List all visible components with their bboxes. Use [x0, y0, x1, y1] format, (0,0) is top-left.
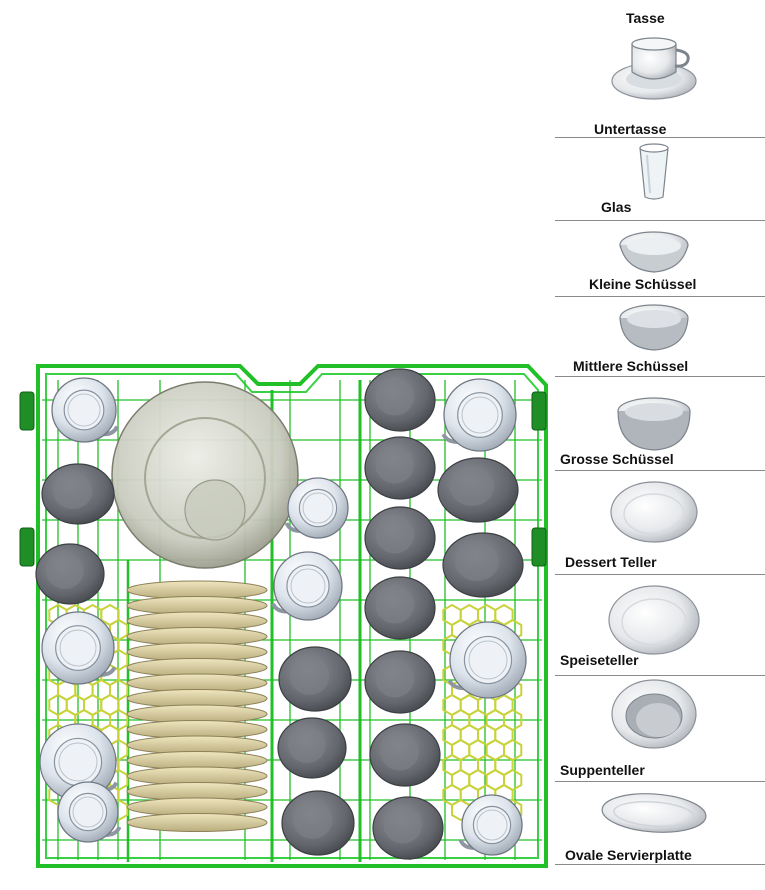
loaded-cup: [51, 377, 120, 443]
bowl-icon: [619, 231, 689, 273]
legend-label-glass: Glas: [601, 199, 632, 215]
legend-separator: [555, 220, 765, 221]
loaded-cup: [458, 794, 523, 856]
loaded-cup: [284, 477, 349, 539]
legend-separator: [555, 781, 765, 782]
glass-icon: [639, 143, 669, 200]
legend-separator: [555, 675, 765, 676]
legend-label-dinner-plate: Speiseteller: [560, 652, 639, 668]
plate-icon: [610, 481, 698, 543]
basket-side-clips: [19, 391, 547, 567]
loaded-glass: [372, 796, 444, 860]
legend-label-cup: Tasse: [626, 10, 665, 26]
plate-icon: [608, 585, 700, 655]
plate-icon: [611, 679, 697, 749]
loaded-glass: [369, 723, 441, 787]
loaded-cup: [41, 611, 117, 685]
loaded-cup: [441, 378, 517, 452]
legend-icons: [601, 37, 707, 833]
loaded-cup: [57, 781, 122, 843]
platter-icon: [601, 793, 707, 833]
loaded-cup: [447, 621, 527, 699]
loaded-dishes: [35, 368, 527, 860]
legend-label-saucer: Untertasse: [594, 121, 667, 137]
legend-label-large-bowl: Grosse Schüssel: [560, 451, 674, 467]
loaded-glass: [437, 457, 519, 523]
loaded-glass: [364, 368, 436, 432]
loaded-glass: [364, 650, 436, 714]
loaded-glass: [278, 646, 352, 712]
legend-separator: [555, 574, 765, 575]
loaded-glass: [277, 717, 347, 779]
loaded-glass: [364, 506, 436, 570]
loaded-large-plate: [111, 381, 299, 569]
basket-inner-frame: [45, 373, 539, 859]
legend-label-dessert-plate: Dessert Teller: [565, 554, 657, 570]
legend-separator: [555, 864, 765, 865]
cup-holder-grids: [48, 603, 523, 822]
legend-separator: [555, 296, 765, 297]
loaded-plate-stack: [126, 580, 268, 832]
legend-separator: [555, 470, 765, 471]
legend-label-oval-platter: Ovale Servierplatte: [565, 847, 692, 863]
loaded-glass: [442, 532, 524, 598]
legend-separator: [555, 376, 765, 377]
loaded-glass: [364, 436, 436, 500]
loaded-glass: [41, 463, 115, 525]
loaded-cup: [271, 551, 343, 621]
basket-frame: [36, 364, 548, 868]
loaded-glass: [35, 543, 105, 605]
loaded-glass: [281, 790, 355, 856]
bowl-icon: [617, 397, 691, 451]
legend-label-small-bowl: Kleine Schüssel: [589, 276, 697, 292]
legend-label-medium-bowl: Mittlere Schüssel: [573, 358, 689, 374]
cup-icon: [611, 37, 697, 100]
bowl-icon: [619, 304, 689, 351]
legend-separator: [555, 137, 765, 138]
loaded-glass: [364, 576, 436, 640]
legend-label-soup-plate: Suppenteller: [560, 762, 645, 778]
